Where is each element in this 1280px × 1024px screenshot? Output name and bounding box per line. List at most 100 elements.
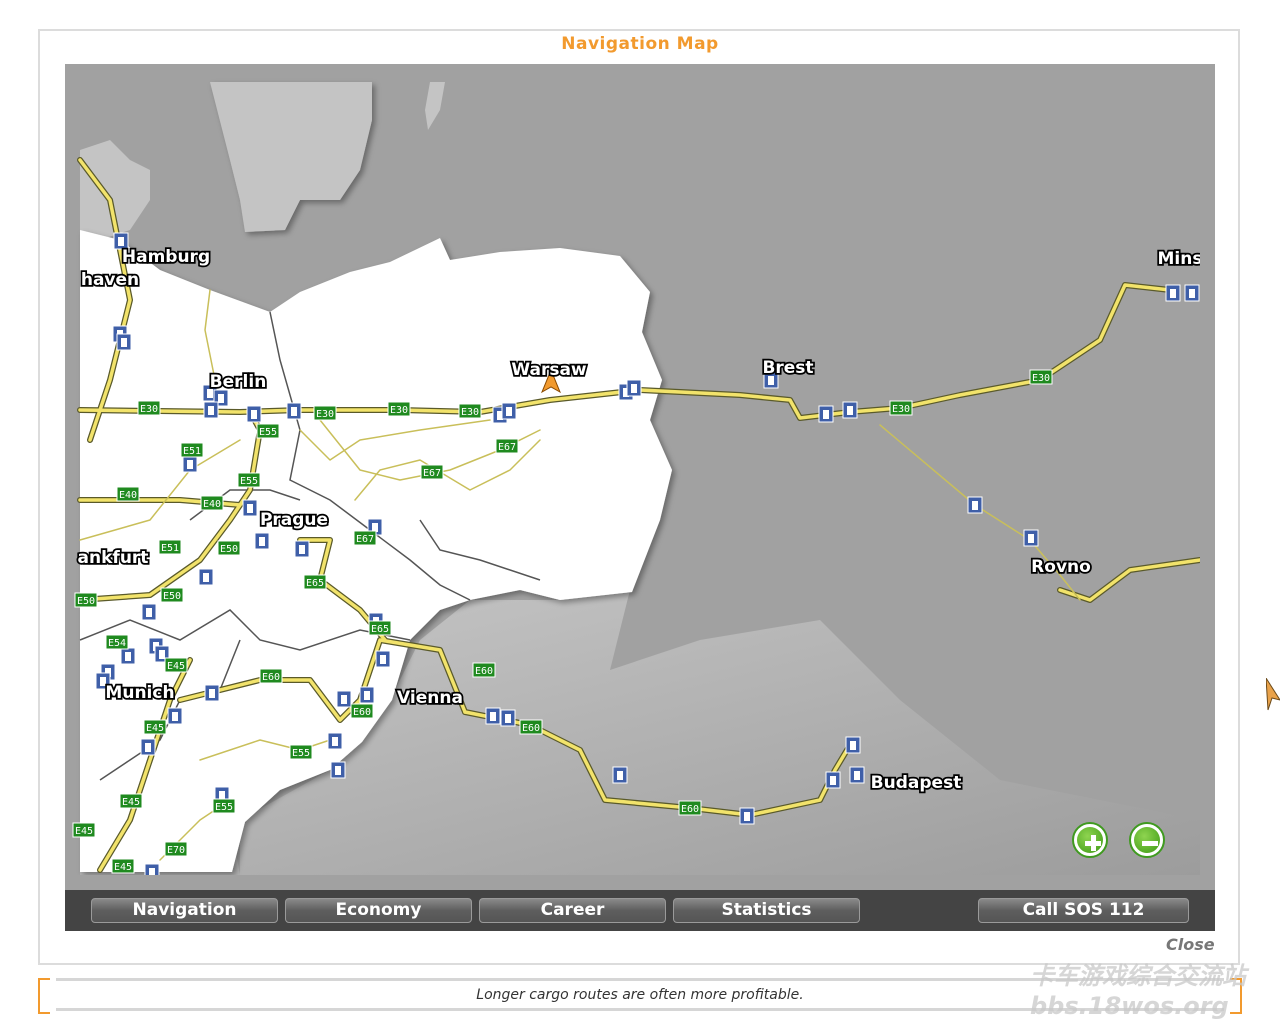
fuel-station-icon[interactable] [327, 732, 343, 750]
fuel-station-icon[interactable] [140, 738, 156, 756]
road-sign: E55 [212, 798, 236, 814]
unplayable-land [80, 590, 1215, 875]
fuel-station-icon[interactable] [375, 650, 391, 668]
bracket-left [38, 978, 50, 1014]
fuel-station-icon[interactable] [485, 707, 501, 725]
fuel-station-icon[interactable] [113, 232, 129, 250]
road-sign: E40 [116, 486, 140, 502]
road-sign: E70 [164, 841, 188, 857]
road-sign-label: E30 [390, 405, 408, 416]
fuel-station-icon[interactable] [182, 455, 198, 473]
fuel-station-icon[interactable] [739, 807, 755, 825]
fuel-station-icon[interactable] [612, 766, 628, 784]
road-sign-label: E67 [356, 534, 374, 545]
road-sign: E30 [137, 400, 161, 416]
road-sign-label: E51 [161, 543, 179, 554]
city-label: Hamburg [122, 247, 210, 267]
fuel-station-icon[interactable] [967, 496, 983, 514]
road-sign: E50 [160, 587, 184, 603]
road-sign: E30 [889, 400, 913, 416]
fuel-station-icon[interactable] [294, 540, 310, 558]
fuel-station-icon[interactable] [501, 402, 517, 420]
fuel-station-icon[interactable] [336, 690, 352, 708]
fuel-station-icon[interactable] [1184, 284, 1200, 302]
road-sign: E60 [519, 719, 543, 735]
road-sign: E51 [180, 442, 204, 458]
fuel-station-icon[interactable] [198, 568, 214, 586]
road-sign: E65 [303, 574, 327, 590]
fuel-station-icon[interactable] [1023, 529, 1039, 547]
road-sign: E40 [200, 495, 224, 511]
road-sign-label: E50 [77, 596, 95, 607]
fuel-station-icon[interactable] [204, 684, 220, 702]
close-button[interactable]: Close [1166, 935, 1215, 954]
road-sign: E67 [353, 530, 377, 546]
fuel-station-icon[interactable] [359, 686, 375, 704]
fuel-station-icon[interactable] [286, 402, 302, 420]
road-sign: E45 [164, 657, 188, 673]
fuel-station-icon[interactable] [141, 603, 157, 621]
road-sign: E30 [1029, 369, 1053, 385]
road-sign-label: E51 [183, 446, 201, 457]
plus-icon [1077, 827, 1103, 853]
mouse-cursor-icon [1266, 678, 1280, 711]
fuel-station-icon[interactable] [842, 401, 858, 419]
road-sign-label: E60 [681, 804, 699, 815]
city-label: Mins [1158, 249, 1203, 269]
fuel-station-icon[interactable] [242, 499, 258, 517]
road-sign: E45 [72, 822, 96, 838]
road-sign-label: E54 [108, 638, 126, 649]
road-sign-label: E65 [306, 578, 324, 589]
road-sign-label: E30 [140, 404, 158, 415]
watermark-line: bbs.18wos.org [1030, 992, 1229, 1020]
city-label: Munich [105, 683, 174, 703]
zoom-in-button[interactable] [1072, 822, 1108, 858]
city-label: Brest [762, 358, 813, 378]
fuel-station-icon[interactable] [116, 333, 132, 351]
fuel-station-icon[interactable] [849, 766, 865, 784]
city-label: Rovno [1031, 557, 1091, 577]
fuel-station-icon[interactable] [845, 736, 861, 754]
fuel-station-icon[interactable] [246, 405, 262, 423]
call-sos-button[interactable]: Call SOS 112 [978, 898, 1189, 923]
statistics-button[interactable]: Statistics [673, 898, 860, 923]
fuel-station-icon[interactable] [254, 532, 270, 550]
road-sign-label: E45 [122, 797, 140, 808]
road-sign: E55 [237, 472, 261, 488]
road-sign-label: E70 [167, 845, 185, 856]
road-sign-label: E67 [423, 468, 441, 479]
watermark: 卡车游戏综合交流站 bbs.18wos.org [1030, 961, 1246, 1021]
road-sign-label: E45 [146, 723, 164, 734]
city-label: Budapest [871, 773, 962, 793]
career-button[interactable]: Career [479, 898, 666, 923]
sweden-land [210, 82, 372, 232]
road-sign: E45 [111, 858, 135, 874]
fuel-station-icon[interactable] [763, 371, 779, 389]
economy-button[interactable]: Economy [285, 898, 472, 923]
fuel-station-icon[interactable] [330, 761, 346, 779]
fuel-station-icon[interactable] [203, 401, 219, 419]
bottom-toolbar: Navigation Economy Career Statistics Cal… [65, 890, 1215, 931]
road-sign-label: E60 [522, 723, 540, 734]
city-label: Berlin [210, 372, 267, 392]
fuel-station-icon[interactable] [1165, 284, 1181, 302]
navigation-button[interactable]: Navigation [91, 898, 278, 923]
road-sign-label: E45 [167, 661, 185, 672]
fuel-station-icon[interactable] [167, 707, 183, 725]
fuel-station-icon[interactable] [95, 672, 111, 690]
road-sign-label: E40 [119, 490, 137, 501]
fuel-station-icon[interactable] [500, 709, 516, 727]
fuel-station-icon[interactable] [818, 405, 834, 423]
fuel-station-icon[interactable] [626, 379, 642, 397]
road-sign: E51 [158, 539, 182, 555]
fuel-station-icon[interactable] [120, 647, 136, 665]
dialog-frame [38, 29, 1240, 965]
road-sign: E60 [472, 662, 496, 678]
road-sign: E50 [74, 592, 98, 608]
fuel-station-icon[interactable] [825, 771, 841, 789]
zoom-out-button[interactable] [1129, 822, 1165, 858]
road-sign: E30 [387, 401, 411, 417]
road-sign: E67 [420, 464, 444, 480]
roads [77, 157, 1203, 873]
